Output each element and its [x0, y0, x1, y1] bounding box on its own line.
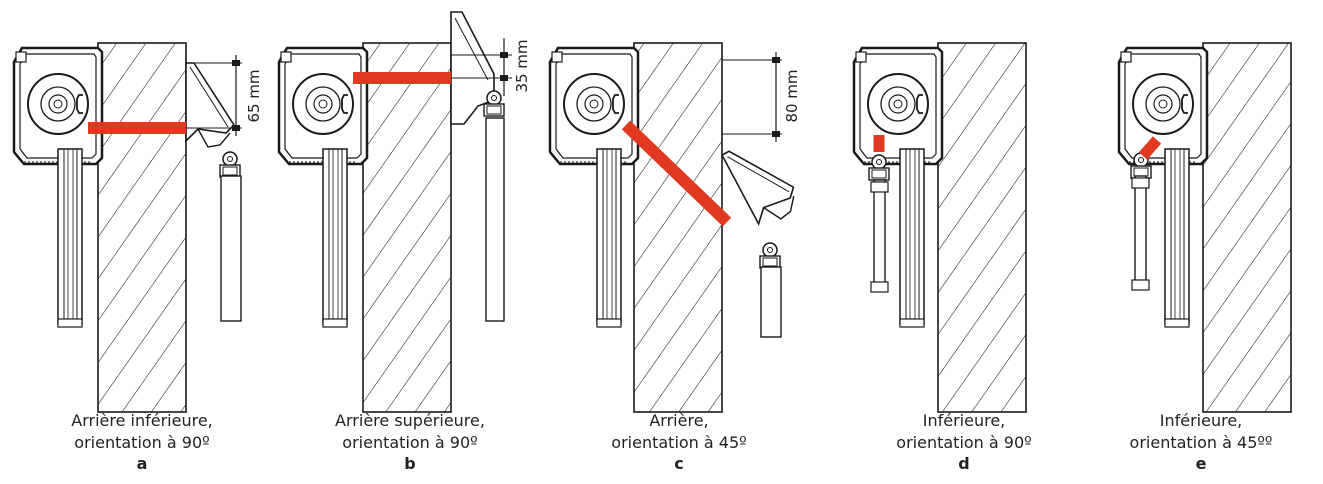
caption-e-line2: orientation à 45ºº [1129, 433, 1273, 452]
wall-e [1202, 42, 1292, 413]
caption-d: Inférieure, orientation à 90º d [844, 410, 1084, 474]
caption-e-letter: e [1195, 454, 1207, 473]
caption-a: Arrière inférieure, orientation à 90º a [22, 410, 262, 474]
dimension-b: 35 mm [513, 39, 531, 92]
wall-c [633, 42, 723, 413]
wall-d [937, 42, 1027, 413]
caption-b-letter: b [404, 454, 416, 473]
panel-a: 65 mm [12, 42, 263, 413]
caption-d-line2: orientation à 90º [896, 433, 1032, 452]
caption-a-line2: orientation à 90º [74, 433, 210, 452]
panel-b: 35 mm [277, 11, 531, 413]
caption-c: Arrière, orientation à 45º c [559, 410, 799, 474]
dimension-a: 65 mm [245, 69, 263, 122]
highlight-bar-e [1138, 136, 1162, 160]
caption-b: Arrière supérieure, orientation à 90º b [290, 410, 530, 474]
caption-c-letter: c [674, 454, 684, 473]
highlight-bar-c [621, 120, 732, 227]
caption-c-line2: orientation à 45º [611, 433, 747, 452]
wall-b [362, 42, 452, 413]
panel-d [852, 42, 1027, 413]
dimension-c: 80 mm [783, 69, 801, 122]
caption-d-letter: d [958, 454, 970, 473]
caption-e: Inférieure, orientation à 45ºº e [1081, 410, 1321, 474]
panel-c: 80 mm [548, 42, 805, 413]
wall-a [97, 42, 187, 413]
caption-e-line1: Inférieure, [1159, 411, 1243, 430]
caption-c-line1: Arrière, [649, 411, 709, 430]
caption-b-line2: orientation à 90º [342, 433, 478, 452]
caption-d-line1: Inférieure, [922, 411, 1006, 430]
panel-e [1117, 42, 1292, 413]
caption-a-letter: a [136, 454, 148, 473]
caption-b-line1: Arrière supérieure, [335, 411, 485, 430]
caption-a-line1: Arrière inférieure, [71, 411, 213, 430]
